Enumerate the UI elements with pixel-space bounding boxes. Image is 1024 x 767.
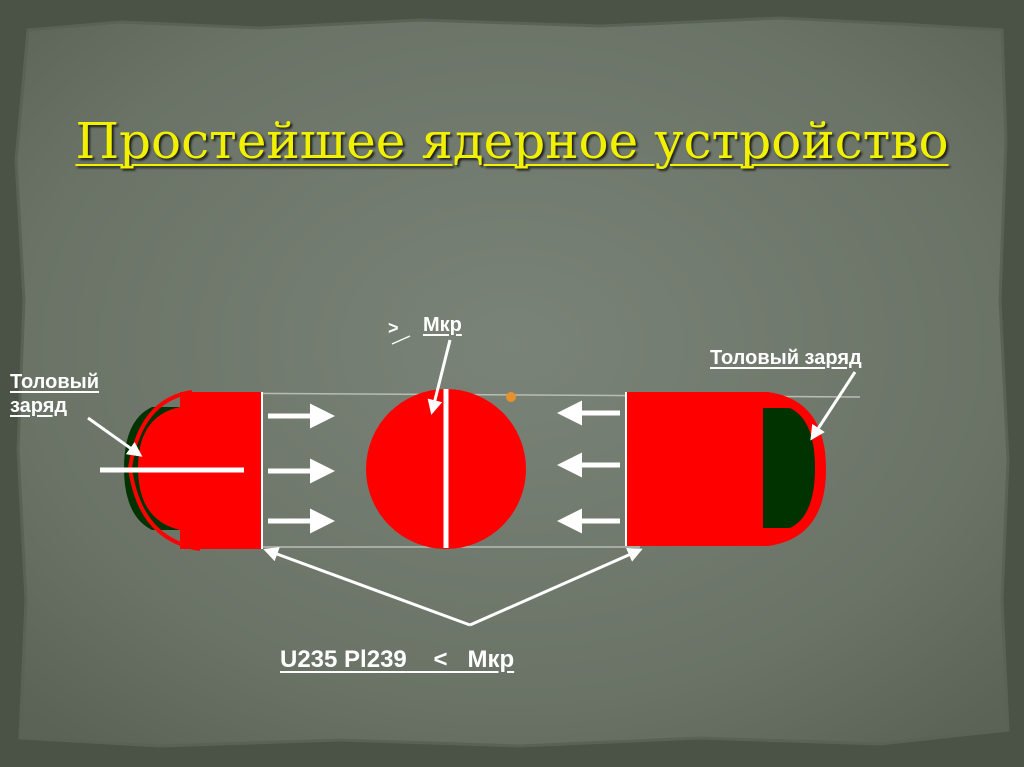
left-charge-label-line2: заряд	[10, 395, 68, 417]
greater-than-tick	[391, 335, 411, 345]
pointer-left-charge	[87, 416, 143, 457]
pointer-bottom-right	[469, 547, 643, 627]
slide-title: Простейшее ядерное устройство	[75, 112, 949, 170]
bottom-less-symbol: <	[433, 646, 448, 673]
right-charge-label: Толовый заряд	[710, 347, 862, 369]
left-charge-label-line1: Толовый	[10, 371, 100, 393]
top-greater-symbol: >	[388, 318, 399, 338]
bottom-materials-label: U235 Pl239 < Мкр	[280, 646, 514, 675]
left-charge-label: Толовый заряд	[10, 370, 150, 418]
right-charge-shape	[763, 408, 815, 528]
top-critical-mass-label: Мкр	[423, 314, 462, 336]
small-dot	[506, 392, 516, 402]
pointer-right-charge	[810, 371, 857, 441]
pointer-bottom-left	[263, 547, 471, 627]
bottom-materials-text: U235 Pl239	[280, 646, 407, 673]
pointer-top-mkr	[427, 339, 452, 415]
bottom-critical-mass: Мкр	[467, 646, 515, 673]
